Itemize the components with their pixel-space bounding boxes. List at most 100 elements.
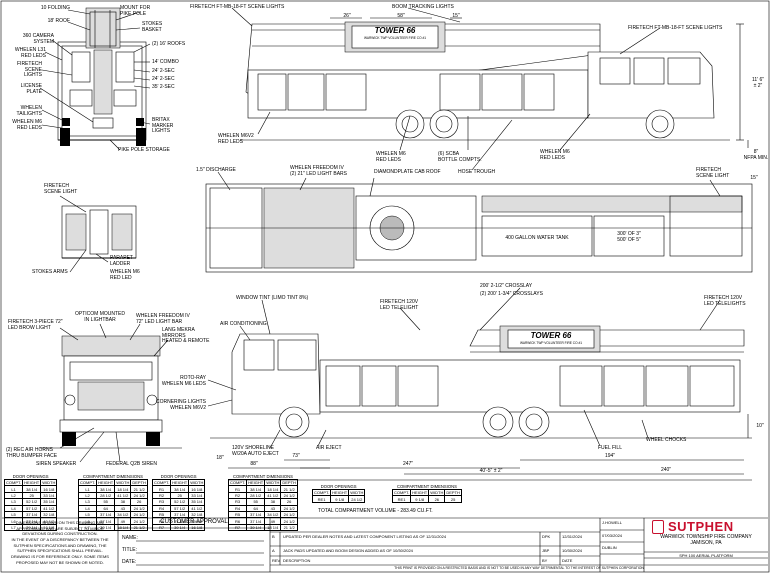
revision-date: 10/30/2024 xyxy=(562,548,583,553)
table-cell: 38 1/4 xyxy=(170,485,190,493)
revision-description: JACK PADS UPDATED AND BOOM DESIGN ADDED … xyxy=(283,548,413,553)
table-header: WIDTH xyxy=(40,478,58,487)
label-air-conditioning: AIR CONDITIONING xyxy=(220,321,267,327)
table-cell: 26 xyxy=(280,498,298,506)
approval-title-label: TITLE: xyxy=(122,547,138,553)
table-cell: 21 1/2 xyxy=(280,485,298,493)
table-cell: 9 1/8 xyxy=(330,495,350,503)
table-header: DEPTH xyxy=(130,478,148,487)
label-taillights: WHELEN TAILIGHTS xyxy=(16,105,42,117)
rear-view xyxy=(39,7,151,151)
label-nfpa-min: 8" NFPA MIN. xyxy=(743,149,769,161)
table-cell: 21 1/2 xyxy=(280,523,298,532)
table-cell: 24 1/2 xyxy=(130,504,148,512)
table-cell: 55 xyxy=(96,498,116,506)
drawing-date: 07/03/2024 xyxy=(602,533,623,538)
revision-by: JBP xyxy=(542,548,550,553)
customer-name: WARWICK TOWNSHIP FIRE COMPANY xyxy=(660,534,752,540)
table-header: WIDTH xyxy=(114,478,132,487)
table-cell: 64 xyxy=(246,504,266,512)
table-cell: 38 xyxy=(264,498,282,506)
dim-58: 58" xyxy=(397,13,405,19)
label-crosslay-a: 200' 2-1/2" CROSSLAY xyxy=(480,283,533,289)
revision-description: DESCRIPTION xyxy=(283,558,311,563)
table-header: COMPT. xyxy=(227,478,248,487)
table-caption: DOOR OPENINGS xyxy=(12,474,49,479)
label-16-roofs: (2) 16' ROOFS xyxy=(152,41,186,47)
dim-194: 194" xyxy=(604,453,616,459)
drawn-by: J.HOWELL xyxy=(602,520,623,525)
table-cell: 18 1/4 xyxy=(264,523,282,532)
revision-by: DPK xyxy=(542,534,551,539)
table-cell: 41 1/2 xyxy=(114,491,132,500)
table-cell: 16 1/8 xyxy=(188,523,206,532)
table-cell: RE1 xyxy=(391,495,412,503)
label-whelen-m6-a: WHELEN M6 RED LEDS xyxy=(376,151,406,163)
label-air-horns: (2) REC AIR HORNS THRU BUMPER FACE xyxy=(6,447,58,459)
table-header: COMPT. xyxy=(311,488,332,497)
tower-sub-bottom: WARWICK TWP VOLUNTEER FIRE CO #1 xyxy=(519,341,583,345)
table-cell: 26 xyxy=(428,495,446,503)
dim-15-top: 15" xyxy=(750,175,758,181)
brand-name: SUTPHEN xyxy=(668,519,734,534)
label-parapet-ladder: PARAPET LADDER xyxy=(110,255,133,267)
table-header: HEIGHT xyxy=(170,478,190,487)
label-scene-light-front: FIRETECH SCENE LIGHT xyxy=(44,183,78,195)
dim-73: 73" xyxy=(292,453,300,459)
dim-overall: 40'-5" ± 2" xyxy=(479,468,503,474)
label-roto-ray: ROTO-RAY WHELEN M6 LEDS xyxy=(161,375,206,387)
front-view-platform xyxy=(59,195,137,273)
table-cell: 24 1/2 xyxy=(130,510,148,519)
label-boom-tracking: BOOM TRACKING LIGHTS xyxy=(392,4,454,10)
table-cell: 38 1/4 xyxy=(246,485,266,493)
sutphen-logo-icon xyxy=(652,520,664,534)
label-stokes-basket: STOKES BASKET xyxy=(142,21,163,33)
label-whelen-m6v2: WHELEN M6V2 RED LEDS xyxy=(218,133,254,145)
table-cell: 24 1/2 xyxy=(280,510,298,519)
customer-location: JAMISON, PA xyxy=(690,540,722,546)
label-siren-speaker: SIREN SPEAKER xyxy=(36,461,77,467)
table-cell: 21 1/2 xyxy=(130,485,148,493)
side-view-truck xyxy=(231,7,749,171)
table-cell: 18 1/4 xyxy=(114,523,132,532)
label-whelen-freedom-front: WHELEN FREEDOM IV 72" LED LIGHT BAR xyxy=(136,313,190,325)
table-cell: 57 1/2 xyxy=(22,504,42,512)
table-cell: 41 1/2 xyxy=(188,504,206,512)
table-header: DEPTH xyxy=(444,488,462,497)
table-cell: 24 1/2 xyxy=(130,491,148,500)
table-caption: COMPARTMENT DIMENSIONS xyxy=(396,484,457,489)
table-cell: 64 xyxy=(96,504,116,512)
table-cell: 18 1/4 xyxy=(264,485,282,493)
label-shoreline: 120V SHORELINE W/20A AUTO EJECT xyxy=(232,445,279,457)
top-view-truck xyxy=(205,171,753,273)
table-cell: 39 1/4 xyxy=(22,523,42,532)
table-header: HEIGHT xyxy=(96,478,116,487)
dim-15: 15" xyxy=(452,13,460,19)
table-cell: 24 1/2 xyxy=(280,491,298,500)
label-24-2sec-b: 24' 2-SEC xyxy=(152,76,175,82)
table-cell: 39 1/4 xyxy=(96,523,116,532)
table-cell: 18 1/4 xyxy=(114,485,132,493)
revision-by: BY xyxy=(542,558,548,563)
dim-240: 240" xyxy=(660,467,672,473)
table-cell: 28 1/2 xyxy=(246,491,266,500)
label-35-2sec: 35' 2-SEC xyxy=(152,84,175,90)
label-air-eject: AIR EJECT xyxy=(316,445,342,451)
label-window-tint: WINDOW TINT (LIMO TINT 8%) xyxy=(236,295,309,301)
label-14-combo: 14' COMBO xyxy=(152,59,179,65)
table-cell: 41 1/2 xyxy=(40,504,58,512)
